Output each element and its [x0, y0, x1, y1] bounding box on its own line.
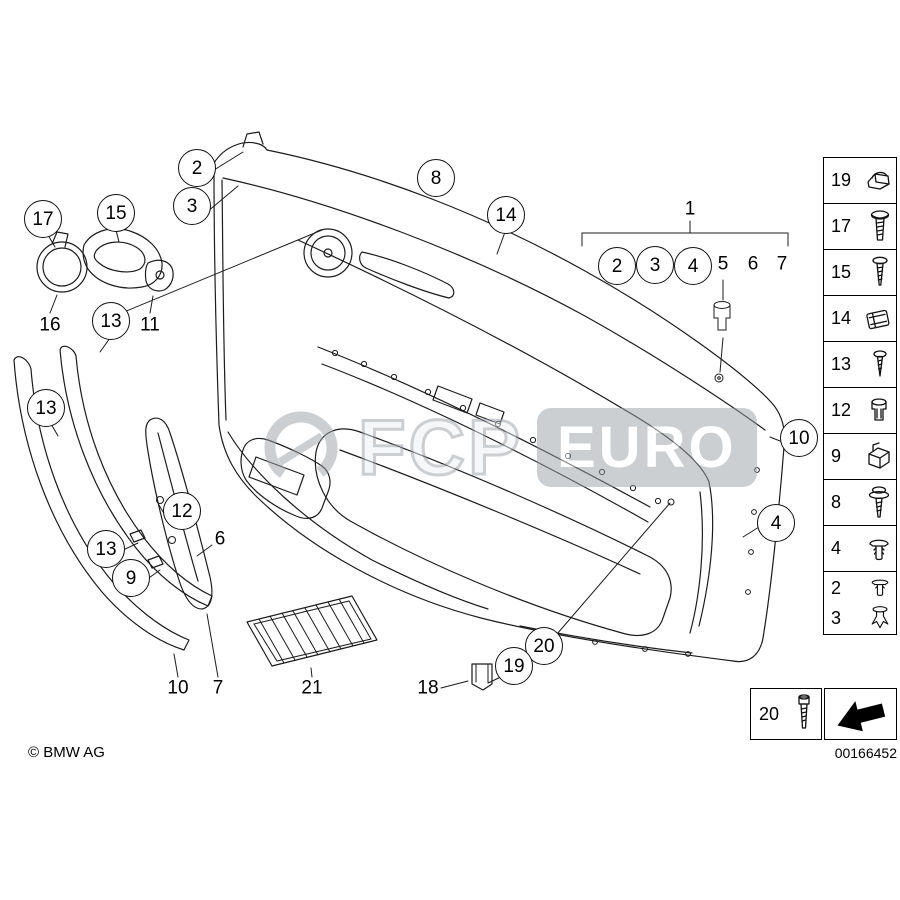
part-number: 14 [831, 308, 852, 328]
part-number: 20 [759, 703, 780, 724]
bmw-copyright: © BMW AG [28, 744, 105, 761]
sidebar-part-9[interactable]: 9 [823, 433, 897, 480]
diagram-number: 00166452 [834, 745, 897, 761]
label-6-legend: 6 [747, 253, 759, 275]
part-number: 15 [831, 262, 852, 282]
sidebar-part-2-3[interactable]: 2 3 [823, 571, 897, 635]
fastener-legend: 19 17 15 14 13 [823, 157, 897, 635]
part-number: 4 [831, 538, 842, 558]
retainer-clip-icon [863, 302, 893, 336]
label-1: 1 [684, 198, 696, 220]
label-5: 5 [717, 253, 729, 275]
direction-arrow-box [824, 688, 897, 740]
label-7-legend: 7 [776, 253, 788, 275]
screw-icon [867, 349, 893, 381]
callout-13-b[interactable]: 13 [27, 389, 65, 427]
sidebar-part-13[interactable]: 13 [823, 341, 897, 388]
callout-8[interactable]: 8 [417, 159, 455, 197]
screw-icon [867, 209, 893, 245]
sidebar-part-19[interactable]: 19 [823, 157, 897, 204]
callout-3-top[interactable]: 3 [173, 187, 211, 225]
callout-12[interactable]: 12 [163, 492, 201, 530]
push-rivet-icon [867, 575, 893, 601]
screw-washer-icon [865, 485, 893, 521]
part-number: 9 [831, 446, 842, 466]
sidebar-part-15[interactable]: 15 [823, 249, 897, 296]
part-number: 2 [831, 577, 842, 598]
sidebar-part-8[interactable]: 8 [823, 479, 897, 526]
part-number: 13 [831, 354, 852, 374]
callout-17[interactable]: 17 [24, 200, 62, 238]
part-number: 3 [831, 607, 842, 628]
callout-3-legend[interactable]: 3 [636, 246, 674, 284]
callout-2-legend[interactable]: 2 [598, 247, 636, 285]
torx-screw-icon [791, 694, 817, 734]
callout-13-a[interactable]: 13 [92, 302, 130, 340]
sidebar-part-20[interactable]: 20 [750, 688, 822, 740]
callout-4-legend[interactable]: 4 [674, 247, 712, 285]
expanding-rivet-icon [867, 605, 893, 631]
callout-9[interactable]: 9 [112, 559, 150, 597]
snap-clip-icon [865, 440, 893, 474]
sidebar-part-14[interactable]: 14 [823, 295, 897, 342]
spring-clip-icon [865, 166, 893, 196]
label-21: 21 [301, 677, 323, 699]
label-18: 18 [417, 677, 439, 699]
sidebar-part-4[interactable]: 4 [823, 525, 897, 572]
screw-icon [867, 255, 893, 291]
part-number: 19 [831, 170, 852, 190]
part-number: 12 [831, 400, 852, 420]
sidebar-part-17[interactable]: 17 [823, 203, 897, 250]
grommet-icon [865, 395, 893, 427]
callout-15[interactable]: 15 [97, 194, 135, 232]
callout-14[interactable]: 14 [487, 196, 525, 234]
label-16: 16 [39, 314, 61, 336]
callout-4-right[interactable]: 4 [757, 504, 795, 542]
part-number: 8 [831, 492, 842, 512]
direction-arrow-icon [836, 701, 885, 732]
sidebar-part-12[interactable]: 12 [823, 387, 897, 434]
label-7-bottom: 7 [212, 677, 224, 699]
label-6: 6 [214, 528, 226, 550]
label-10-bottom: 10 [167, 677, 189, 699]
callout-2-top[interactable]: 2 [178, 149, 216, 187]
label-11: 11 [140, 314, 160, 336]
part-number: 17 [831, 216, 852, 236]
push-rivet-icon [865, 533, 893, 565]
callout-19[interactable]: 19 [495, 647, 533, 685]
callout-20[interactable]: 20 [525, 627, 563, 665]
callout-10-right[interactable]: 10 [780, 419, 818, 457]
callout-13-c[interactable]: 13 [87, 530, 125, 568]
